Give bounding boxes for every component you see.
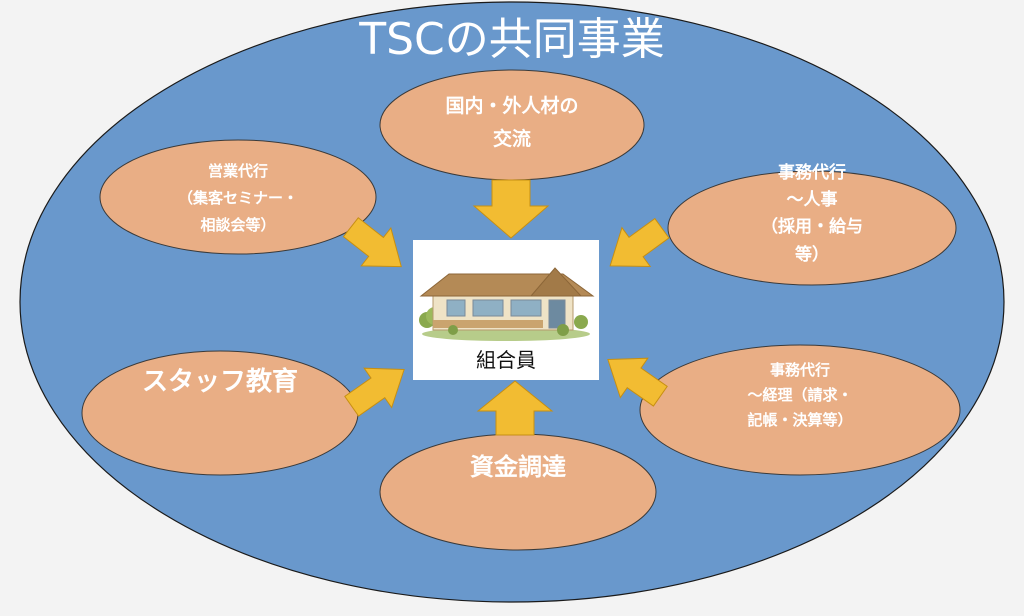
circle-lower-right-line-3: 記帳・決算等） xyxy=(747,410,853,429)
circle-top-line-2: 交流 xyxy=(492,128,531,151)
circle-top-label: 国内・外人材の 交流 xyxy=(380,90,644,157)
arrow-top xyxy=(472,179,550,239)
arrow-upper-right xyxy=(609,217,670,267)
center-label: 組合員 xyxy=(476,348,536,372)
circle-lower-right-label: 事務代行 〜経理（請求・ 記帳・決算等） xyxy=(640,358,960,432)
arrow-upper-left xyxy=(342,217,402,268)
circle-bottom-line-1: 資金調達 xyxy=(470,453,566,481)
circle-upper-right-line-2: 〜人事 xyxy=(786,190,838,211)
circle-upper-left-line-1: 営業代行 xyxy=(207,162,268,180)
circle-upper-left-line-3: 相談会等） xyxy=(200,216,276,234)
center-box: 組合員 xyxy=(413,240,599,380)
circle-lower-left-line-1: スタッフ教育 xyxy=(141,367,298,397)
circle-upper-right-line-1: 事務代行 xyxy=(778,163,846,183)
circle-top-line-1: 国内・外人材の xyxy=(445,95,579,117)
circle-upper-right-line-4: 等） xyxy=(795,244,829,265)
arrow-lower-right xyxy=(607,357,668,407)
circle-lower-right xyxy=(639,344,961,476)
diagram-title: TSCの共同事業 xyxy=(359,14,665,65)
circle-lower-right-line-1: 事務代行 xyxy=(769,361,830,379)
circle-lower-right-line-2: 〜経理（請求・ xyxy=(747,385,853,404)
circle-upper-right-line-3: （採用・給与 xyxy=(761,217,863,238)
arrow-lower-left xyxy=(344,367,405,417)
circle-upper-left-line-2: （集客セミナー・ xyxy=(177,189,298,207)
circle-upper-left xyxy=(99,139,377,255)
circle-lower-left-label: スタッフ教育 xyxy=(82,364,358,402)
circle-upper-left-label: 営業代行 （集客セミナー・ 相談会等） xyxy=(100,158,376,239)
circle-upper-right xyxy=(667,170,957,286)
house-icon xyxy=(419,267,595,341)
circle-upper-right-label: 事務代行 〜人事 （採用・給与 等） xyxy=(668,160,956,269)
arrow-bottom xyxy=(476,380,554,436)
circle-bottom-label: 資金調達 xyxy=(380,450,656,485)
